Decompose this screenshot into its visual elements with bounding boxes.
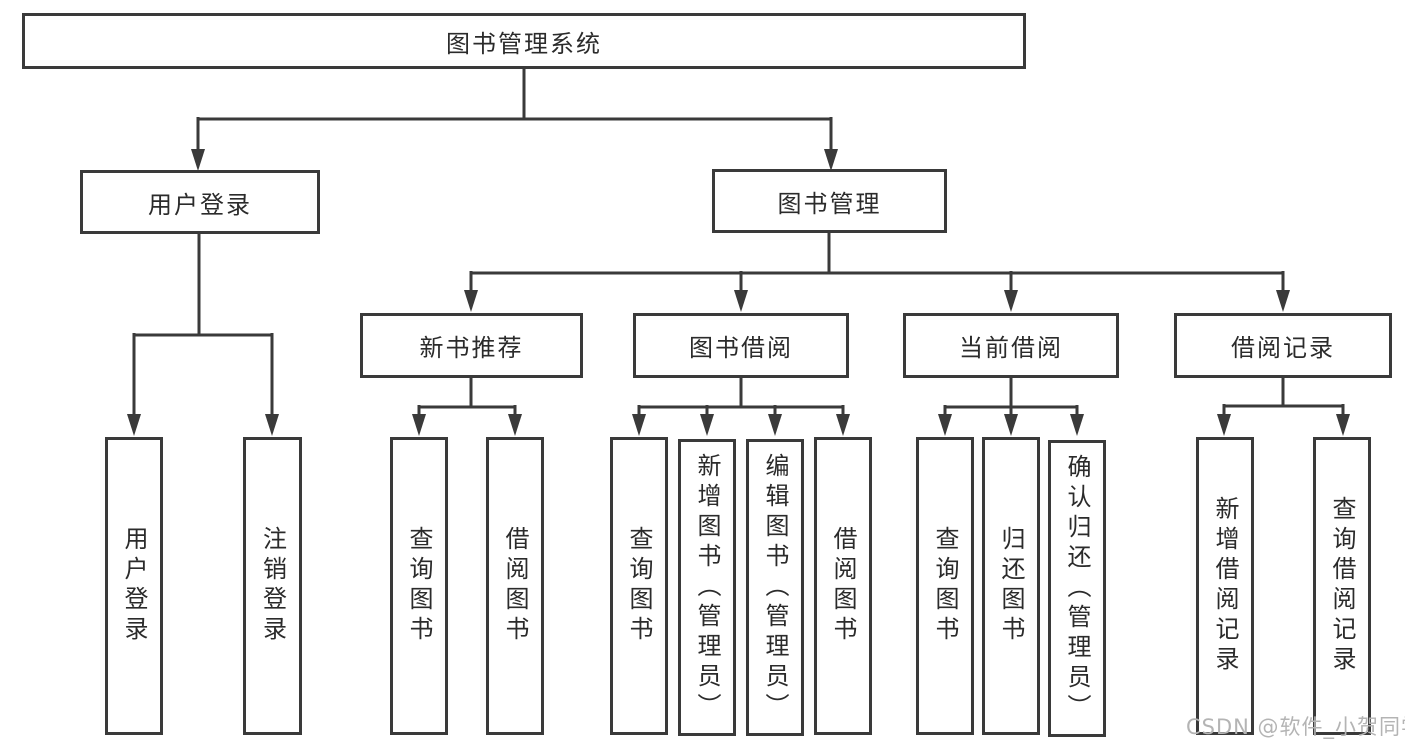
arrowhead	[768, 414, 782, 436]
arrowhead	[1004, 414, 1018, 436]
leaf-borrow-books: 借阅图书	[814, 437, 872, 735]
arrowhead	[700, 414, 714, 436]
node-current-borrowing: 当前借阅	[903, 313, 1119, 378]
connector-userlogin-to-leaves	[132, 234, 274, 415]
arrowhead	[265, 414, 279, 436]
arrowhead	[632, 414, 646, 436]
node-new-book-recommendation: 新书推荐	[360, 313, 583, 378]
leaf-add-borrow-record: 新增借阅记录	[1196, 437, 1254, 735]
node-book-management: 图书管理	[712, 169, 947, 233]
arrowhead	[836, 414, 850, 436]
arrowhead	[938, 414, 952, 436]
node-borrowing-records: 借阅记录	[1174, 313, 1392, 378]
arrowhead	[127, 414, 141, 436]
leaf-confirm-return-admin: 确认归还（管理员）	[1048, 440, 1106, 737]
arrowhead	[1276, 290, 1290, 312]
connector-bookborrow-to-leaves	[637, 378, 845, 415]
connector-root-to-level2	[196, 69, 833, 150]
arrowhead	[464, 290, 478, 312]
leaf-query-books-recommend: 查询图书	[390, 437, 448, 735]
leaf-return-books: 归还图书	[982, 437, 1040, 735]
arrowhead	[1070, 414, 1084, 436]
leaf-query-books-borrow: 查询图书	[610, 437, 668, 735]
arrowhead	[824, 149, 838, 171]
leaf-borrow-books-recommend: 借阅图书	[486, 437, 544, 735]
connector-borrowrecords-to-leaves	[1222, 378, 1345, 415]
arrowhead	[1004, 290, 1018, 312]
connector-newbook-to-leaves	[417, 378, 517, 415]
node-library-management-system: 图书管理系统	[22, 13, 1026, 69]
csdn-watermark: CSDN @软件_小贺同学	[1186, 715, 1405, 739]
connector-currentborrow-to-leaves	[943, 378, 1079, 415]
arrowhead	[508, 414, 522, 436]
leaf-logout: 注销登录	[243, 437, 302, 735]
arrowhead	[734, 290, 748, 312]
node-user-login: 用户登录	[80, 170, 320, 234]
arrowhead	[191, 149, 205, 171]
leaf-query-books-current: 查询图书	[916, 437, 974, 735]
connector-bookmgmt-to-level3	[469, 232, 1285, 291]
arrowhead	[1336, 414, 1350, 436]
leaf-query-borrow-record: 查询借阅记录	[1313, 437, 1371, 735]
node-book-borrowing: 图书借阅	[633, 313, 849, 378]
leaf-user-login: 用户登录	[105, 437, 163, 735]
arrowhead	[1217, 414, 1231, 436]
leaf-edit-books-admin: 编辑图书（管理员）	[746, 439, 804, 736]
leaf-add-books-admin: 新增图书（管理员）	[678, 439, 736, 736]
arrowhead	[412, 414, 426, 436]
